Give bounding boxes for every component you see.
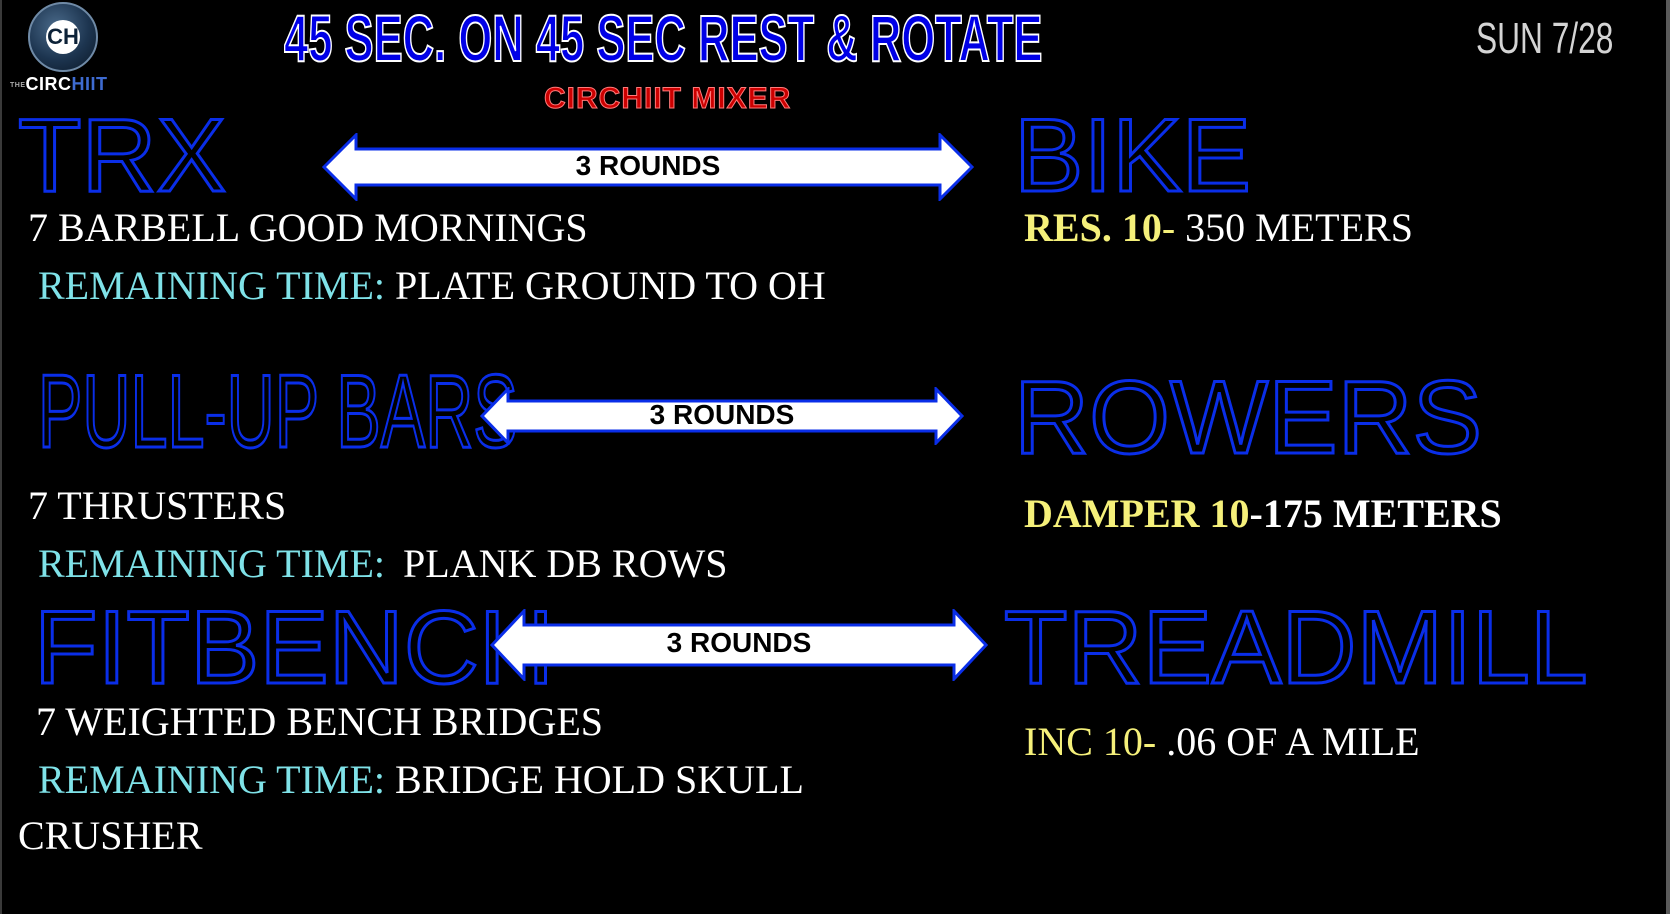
logo-prefix: THE	[10, 81, 26, 89]
exercise-3: 7 WEIGHTED BENCH BRIDGES	[36, 699, 604, 744]
double-arrow-icon	[480, 387, 964, 445]
cardio-sep: -	[1161, 205, 1186, 250]
logo-badge-icon: CH	[28, 2, 98, 72]
station-pull-up-bars: PULL-UP BARS	[37, 354, 519, 470]
exercise-1: 7 BARBELL GOOD MORNINGS	[28, 205, 588, 250]
station-trx: TRX	[17, 98, 228, 214]
cardio-setting: INC 10	[1024, 719, 1143, 764]
cardio-3: INC 10- .06 OF A MILE	[1024, 718, 1420, 765]
double-arrow-icon	[322, 133, 974, 201]
cardio-value: .06 OF A MILE	[1166, 719, 1420, 764]
remaining-time-1: REMAINING TIME: PLATE GROUND TO OH	[38, 262, 826, 309]
remaining-time-3: REMAINING TIME: BRIDGE HOLD SKULL	[38, 756, 804, 803]
exercise-2: 7 THRUSTERS	[28, 483, 287, 528]
remaining-time-value: PLATE GROUND TO OH	[395, 263, 826, 308]
left-edge	[0, 0, 2, 914]
rounds-arrow-1: 3 ROUNDS	[322, 133, 974, 201]
logo-word-b: HIIT	[71, 74, 108, 94]
cardio-setting: DAMPER 10	[1024, 491, 1250, 536]
cardio-setting: RES. 10	[1024, 205, 1162, 250]
station-treadmill: TREADMILL	[1003, 590, 1590, 706]
remaining-time-2: REMAINING TIME: PLANK DB ROWS	[38, 540, 728, 587]
remaining-time-value: BRIDGE HOLD SKULL	[395, 757, 804, 802]
cardio-value: 175 METERS	[1262, 491, 1502, 536]
remaining-time-value: PLANK DB ROWS	[403, 541, 728, 586]
remaining-time-label: REMAINING TIME:	[38, 757, 386, 802]
page-title: 45 SEC. ON 45 SEC REST & ROTATE	[283, 0, 1043, 76]
cardio-1: RES. 10- 350 METERS	[1024, 204, 1413, 251]
rounds-label: 3 ROUNDS	[649, 399, 795, 430]
rounds-label: 3 ROUNDS	[575, 150, 721, 181]
station-fitbench: FITBENCH	[33, 590, 556, 706]
rounds-arrow-3: 3 ROUNDS	[490, 609, 988, 681]
remaining-time-3-cont: CRUSHER	[18, 813, 203, 858]
date-label: SUN 7/28	[1476, 14, 1614, 63]
cardio-value: 350 METERS	[1185, 205, 1413, 250]
cardio-sep: -	[1249, 491, 1263, 536]
cardio-2: DAMPER 10-175 METERS	[1024, 490, 1502, 537]
remaining-time-label: REMAINING TIME:	[38, 263, 386, 308]
rounds-label: 3 ROUNDS	[666, 627, 812, 658]
logo-mark: CH	[46, 20, 80, 54]
right-edge	[1666, 0, 1670, 914]
rounds-arrow-2: 3 ROUNDS	[480, 387, 964, 445]
circhiit-logo: CH THECIRCHIIT	[10, 0, 122, 100]
logo-wordmark: THECIRCHIIT	[10, 74, 122, 95]
station-bike: BIKE	[1013, 98, 1253, 214]
station-rowers: ROWERS	[1013, 360, 1484, 476]
page-subtitle: CIRCHIIT MIXER	[543, 82, 792, 116]
remaining-time-label: REMAINING TIME:	[38, 541, 386, 586]
double-arrow-icon	[490, 609, 988, 681]
cardio-sep: -	[1142, 719, 1167, 764]
logo-word-a: CIRC	[25, 74, 72, 94]
